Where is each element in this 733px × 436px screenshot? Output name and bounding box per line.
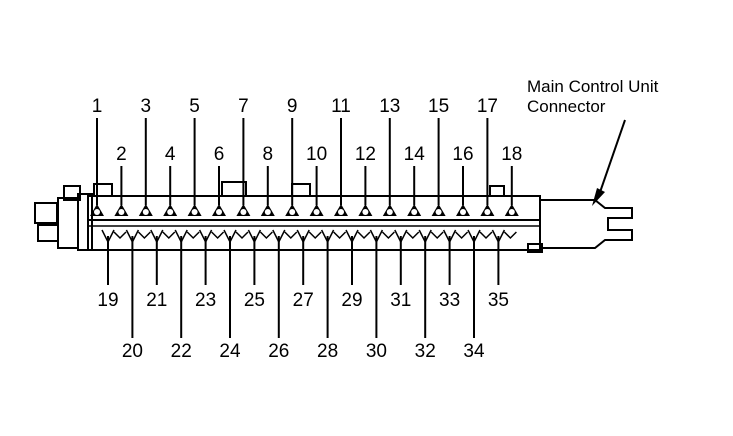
pin-label-1: 1 <box>92 96 103 117</box>
bottom-terminal-dots <box>503 231 517 240</box>
bottom-terminal-dots <box>137 231 151 240</box>
pin-label-17: 17 <box>477 96 498 117</box>
pin-label-20: 20 <box>122 341 143 362</box>
bottom-terminal-dots <box>186 231 200 240</box>
bottom-terminal-dots <box>406 231 420 240</box>
pin-label-2: 2 <box>116 144 127 165</box>
top-terminal-hole <box>118 209 125 215</box>
callout-arrowhead <box>592 188 605 206</box>
pin-label-30: 30 <box>366 341 387 362</box>
pin-label-13: 13 <box>379 96 400 117</box>
pin-label-28: 28 <box>317 341 338 362</box>
pin-label-7: 7 <box>238 96 249 117</box>
pin-label-15: 15 <box>428 96 449 117</box>
pin-label-5: 5 <box>189 96 200 117</box>
top-terminal-hole <box>167 209 174 215</box>
pin-label-11: 11 <box>331 96 351 117</box>
pin-label-8: 8 <box>263 144 274 165</box>
callout-arrow-line <box>597 119 626 199</box>
pin-label-24: 24 <box>219 341 241 362</box>
top-terminal-hole <box>484 209 491 215</box>
bottom-terminal-dots <box>113 231 127 240</box>
bottom-terminal-dots <box>357 231 371 240</box>
pin-label-29: 29 <box>341 290 362 311</box>
pin-label-27: 27 <box>293 290 314 311</box>
bottom-terminal-dots <box>381 231 395 240</box>
bottom-terminal-dots <box>162 231 176 240</box>
pin-label-33: 33 <box>439 290 460 311</box>
bottom-terminal-dots <box>284 231 298 240</box>
pin-label-10: 10 <box>306 144 327 165</box>
top-terminal-hole <box>460 209 466 215</box>
top-terminal-hole <box>94 209 100 215</box>
pin-label-9: 9 <box>287 96 298 117</box>
top-terminal-hole <box>313 209 320 215</box>
pin-label-25: 25 <box>244 290 265 311</box>
pin-leader-lines <box>96 118 513 338</box>
top-terminal-hole <box>508 209 515 215</box>
pin-label-16: 16 <box>452 144 473 165</box>
pin-label-3: 3 <box>141 96 152 117</box>
pin-label-14: 14 <box>404 144 426 165</box>
top-terminal-hole <box>411 209 418 215</box>
top-terminal-hole <box>216 209 222 215</box>
pin-label-21: 21 <box>146 290 167 311</box>
callout: Main Control Unit Connector <box>527 77 659 206</box>
bottom-terminal-dots <box>333 231 347 240</box>
top-terminal-hole <box>435 209 442 215</box>
bottom-terminal-dots <box>430 231 444 240</box>
bottom-terminal-dots <box>259 231 273 240</box>
pin-label-19: 19 <box>97 290 118 311</box>
top-terminal-hole <box>240 209 247 215</box>
pin-label-12: 12 <box>355 144 376 165</box>
pin-label-6: 6 <box>214 144 225 165</box>
bottom-terminal-dots <box>211 231 225 240</box>
connector-housing <box>34 181 633 253</box>
top-terminal-hole <box>386 209 393 215</box>
bottom-terminal-dots <box>479 231 493 240</box>
bottom-terminal-dots <box>235 231 249 240</box>
top-terminal-hole <box>264 209 271 215</box>
pin-label-32: 32 <box>415 341 436 362</box>
pin-label-26: 26 <box>268 341 289 362</box>
pin-label-31: 31 <box>390 290 411 311</box>
top-terminal-hole <box>142 209 149 215</box>
pin-label-34: 34 <box>463 341 485 362</box>
callout-line-2: Connector <box>527 97 606 116</box>
pin-label-35: 35 <box>488 290 509 311</box>
pin-label-23: 23 <box>195 290 216 311</box>
pin-label-4: 4 <box>165 144 176 165</box>
bottom-terminal-dots <box>455 231 469 240</box>
bottom-terminal-dots <box>308 231 322 240</box>
top-terminal-hole <box>289 209 296 215</box>
pin-label-18: 18 <box>501 144 522 165</box>
callout-line-1: Main Control Unit <box>527 77 659 96</box>
top-terminal-hole <box>338 209 344 215</box>
top-terminal-hole <box>362 209 369 215</box>
top-terminal-hole <box>191 209 198 215</box>
pin-label-22: 22 <box>171 341 192 362</box>
